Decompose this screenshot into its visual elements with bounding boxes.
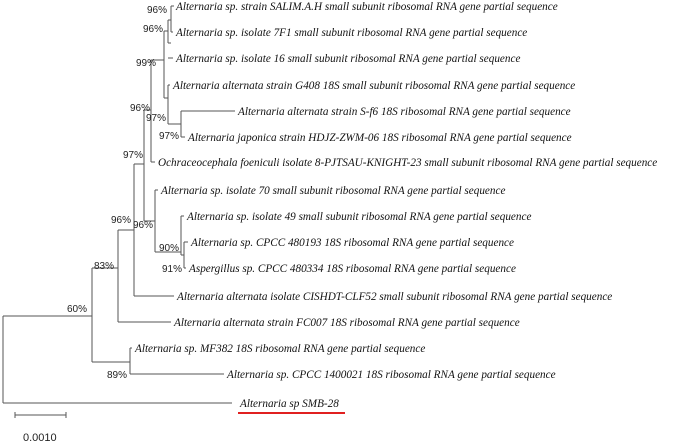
taxon-label: Alternaria alternata strain FC007 18S ri… xyxy=(173,317,520,329)
taxon-label: Aspergillus sp. CPCC 480334 18S ribosoma… xyxy=(188,263,516,275)
bootstrap-value: 91% xyxy=(162,264,182,275)
taxon-label: Alternaria sp. isolate 70 small subunit … xyxy=(160,185,505,197)
bootstrap-value: 83% xyxy=(94,261,114,272)
bootstrap-value: 97% xyxy=(146,113,166,124)
tree-branches xyxy=(2,5,235,404)
bootstrap-values: 96% 96% 99% 96% 97% 97% 97% 96% 96% 90% … xyxy=(67,5,182,381)
bootstrap-value: 96% xyxy=(130,103,150,114)
taxon-label: Alternaria sp. isolate 49 small subunit … xyxy=(186,211,531,223)
taxon-label: Alternaria sp. strain SALIM.A.H small su… xyxy=(175,1,558,13)
highlighted-taxon-label: Alternaria sp SMB-28 xyxy=(239,398,339,410)
taxon-label: Alternaria alternata strain G408 18S sma… xyxy=(172,80,575,92)
taxon-label: Alternaria sp. CPCC 480193 18S ribosomal… xyxy=(190,237,514,249)
bootstrap-value: 97% xyxy=(159,131,179,142)
taxon-label: Alternaria sp. isolate 7F1 small subunit… xyxy=(175,27,527,39)
bootstrap-value: 89% xyxy=(107,370,127,381)
taxon-labels: Alternaria sp. strain SALIM.A.H small su… xyxy=(134,1,657,414)
bootstrap-value: 96% xyxy=(133,220,153,231)
bootstrap-value: 60% xyxy=(67,304,87,315)
taxon-label: Ochraceocephala foeniculi isolate 8-PJTS… xyxy=(158,157,657,169)
scale-bar: 0.0010 xyxy=(14,412,67,444)
taxon-label: Alternaria sp. CPCC 1400021 18S ribosoma… xyxy=(226,369,556,381)
taxon-label: Alternaria japonica strain HDJZ-ZWM-06 1… xyxy=(187,132,572,144)
bootstrap-value: 99% xyxy=(136,58,156,69)
taxon-label: Alternaria sp. MF382 18S ribosomal RNA g… xyxy=(134,343,425,355)
taxon-label: Alternaria alternata strain S-f6 18S rib… xyxy=(237,106,571,118)
bootstrap-value: 96% xyxy=(111,215,131,226)
bootstrap-value: 90% xyxy=(159,243,179,254)
taxon-label: Alternaria alternata isolate CISHDT-CLF5… xyxy=(176,291,612,303)
bootstrap-value: 97% xyxy=(123,150,143,161)
taxon-label: Alternaria sp. isolate 16 small subunit … xyxy=(175,53,520,65)
bootstrap-value: 96% xyxy=(143,24,163,35)
bootstrap-value: 96% xyxy=(147,5,167,16)
scale-bar-label: 0.0010 xyxy=(23,432,57,444)
